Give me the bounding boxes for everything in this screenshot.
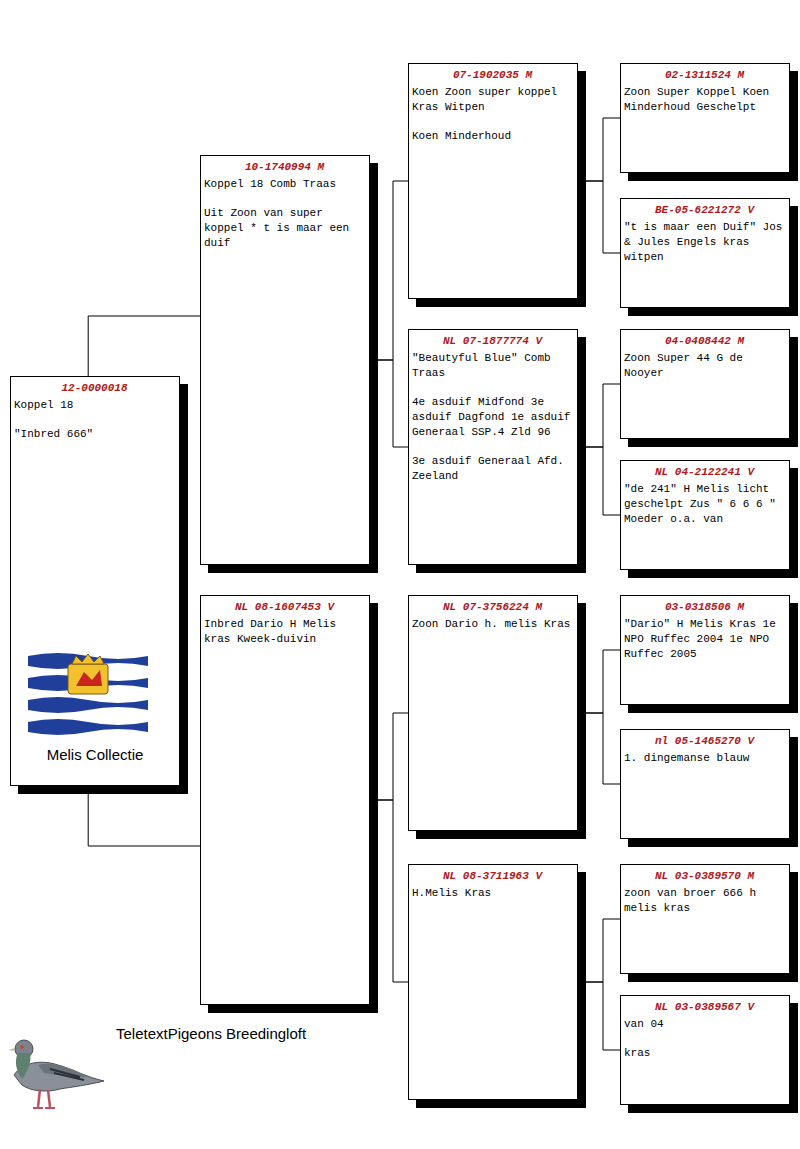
ring-number: NL 04-2122241 V (624, 465, 785, 480)
pigeon-info: Koen Zoon super koppel Kras Witpen (412, 85, 573, 115)
loft-name: TeletextPigeons Breedingloft (116, 1025, 306, 1042)
pedigree-connector (378, 360, 408, 447)
pigeon-info: 1. dingemanse blauw (624, 751, 785, 766)
ancestor-box: 04-0408442 M Zoon Super 44 G de Nooyer (620, 329, 790, 439)
ancestor-box: NL 03-0389567 V van 04 kras (620, 995, 790, 1105)
ancestor-box: 03-0318506 M "Dario" H Melis Kras 1e NPO … (620, 595, 790, 705)
ancestor-box: 02-1311524 M Zoon Super Koppel Koen Minde… (620, 63, 790, 173)
pedigree-connector (586, 713, 620, 784)
pigeon-info: "Inbred 666" (14, 427, 175, 442)
ancestor-box: nl 05-1465270 V 1. dingemanse blauw (620, 729, 790, 839)
pigeon-info: Koppel 18 (14, 398, 175, 413)
ancestor-box: NL 03-0389570 M zoon van broer 666 h meli… (620, 864, 790, 974)
pedigree-connector (586, 118, 620, 181)
ancestor-box: NL 08-1607453 V Inbred Dario H Melis kras… (200, 595, 370, 1005)
pedigree-connector (586, 384, 620, 447)
ring-number: NL 08-3711963 V (412, 869, 573, 884)
ring-number: BE-05-6221272 V (624, 203, 785, 218)
pigeon-info: zoon van broer 666 h melis kras (624, 886, 785, 916)
zeeland-flag (28, 650, 148, 735)
pedigree-connector (88, 316, 200, 376)
ancestor-box: NL 04-2122241 V "de 241" H Melis licht ge… (620, 460, 790, 570)
ring-number: 03-0318506 M (624, 600, 785, 615)
ring-number: NL 07-3756224 M (412, 600, 573, 615)
ring-number: NL 03-0389567 V (624, 1000, 785, 1015)
pigeon-info: kras (624, 1046, 785, 1061)
pedigree-connector (586, 982, 620, 1050)
ancestor-box: BE-05-6221272 V "t is maar een Duif" Jos … (620, 198, 790, 308)
ring-number: 04-0408442 M (624, 334, 785, 349)
pedigree-connector (586, 181, 620, 253)
pigeon-info: "t is maar een Duif" Jos & Jules Engels … (624, 220, 785, 265)
pigeon-info: Zoon Super Koppel Koen Minderhoud Gesche… (624, 85, 785, 115)
pigeon-info: Koen Minderhoud (412, 129, 573, 144)
collection-name: Melis Collectie (11, 746, 179, 763)
ring-number: 07-1902035 M (412, 68, 573, 83)
pigeon-info: 4e asduif Midfond 3e asduif Dagfond 1e a… (412, 395, 573, 440)
pigeon-illustration (0, 1015, 110, 1115)
pedigree-connector (378, 181, 408, 360)
pigeon-info: Inbred Dario H Melis kras Kweek-duivin (204, 617, 365, 647)
ancestor-box: NL 07-1877774 V "Beautyful Blue" Comb Tra… (408, 329, 578, 565)
ring-number: NL 08-1607453 V (204, 600, 365, 615)
ancestor-box: NL 07-3756224 M Zoon Dario h. melis Kras (408, 595, 578, 831)
ancestor-box: 07-1902035 M Koen Zoon super koppel Kras … (408, 63, 578, 299)
pigeon-info: Koppel 18 Comb Traas (204, 177, 365, 192)
pigeon-info: 3e asduif Generaal Afd. Zeeland (412, 454, 573, 484)
ring-number: 02-1311524 M (624, 68, 785, 83)
pedigree-connector (378, 713, 408, 800)
ring-number: NL 03-0389570 M (624, 869, 785, 884)
pigeon-info: van 04 (624, 1017, 785, 1032)
pigeon-info: Zoon Super 44 G de Nooyer (624, 351, 785, 381)
pedigree-connector (586, 919, 620, 982)
ring-number: 12-0000018 (14, 381, 175, 396)
pigeon-info: Zoon Dario h. melis Kras (412, 617, 573, 632)
pigeon-info: "Beautyful Blue" Comb Traas (412, 351, 573, 381)
ring-number: 10-1740994 M (204, 160, 365, 175)
pigeon-info: H.Melis Kras (412, 886, 573, 901)
ancestor-box: 10-1740994 M Koppel 18 Comb TraasUit Zoon… (200, 155, 370, 565)
ancestor-box: NL 08-3711963 V H.Melis Kras (408, 864, 578, 1100)
pedigree-connector (586, 650, 620, 713)
pedigree-connector (378, 800, 408, 982)
pigeon-info: "de 241" H Melis licht geschelpt Zus " 6… (624, 482, 785, 527)
pigeon-info: Uit Zoon van super koppel * t is maar ee… (204, 206, 365, 251)
pedigree-connector (88, 794, 200, 846)
pedigree-connector (586, 447, 620, 515)
pigeon-info: "Dario" H Melis Kras 1e NPO Ruffec 2004 … (624, 617, 785, 662)
ring-number: NL 07-1877774 V (412, 334, 573, 349)
ring-number: nl 05-1465270 V (624, 734, 785, 749)
